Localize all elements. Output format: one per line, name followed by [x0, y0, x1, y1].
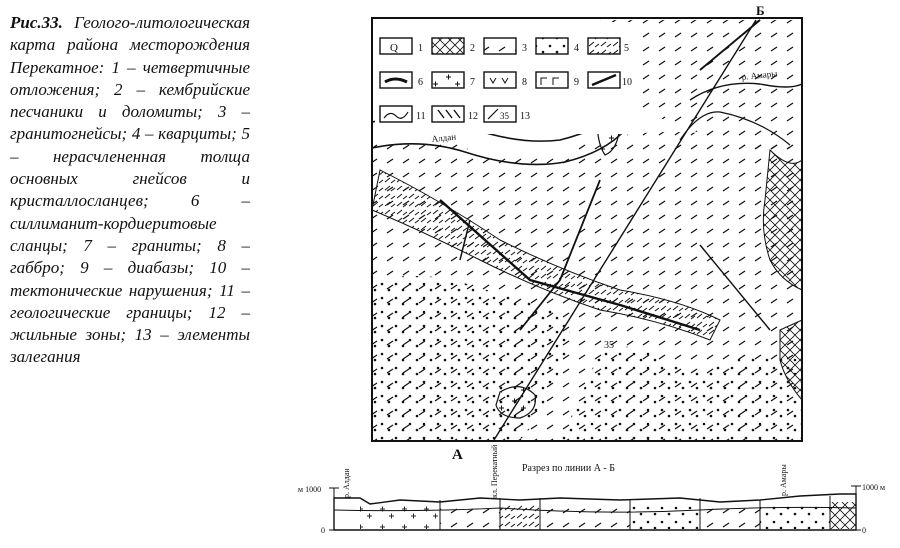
- legend-item-12: 12 – жильные зоны;: [10, 302, 250, 345]
- section-quartzite-unit-far: [760, 505, 830, 529]
- tectonic-fault-east: [699, 244, 771, 331]
- strike-dip-icon: [487, 108, 499, 120]
- quartzite-area-east: [560, 346, 802, 440]
- vein-zone-icon: [437, 109, 461, 119]
- aldan-river-bank-south: [371, 129, 626, 166]
- granite-body: [495, 386, 537, 419]
- legend-item-5: 5 – нерасчлененная толща основных гнейсо…: [10, 124, 251, 211]
- figure-title: Геолого-литологическая карта района мест…: [10, 13, 250, 77]
- legend-swatch-boundary: [379, 105, 413, 123]
- legend-swatch-granite: [431, 71, 465, 89]
- section-label-perekatny: кл. Перекатный: [490, 444, 499, 498]
- schist-lens-icon: [384, 77, 408, 84]
- legend-swatch-vein-zone: [431, 105, 465, 123]
- legend-swatch-granite-gneiss: [483, 37, 517, 55]
- section-granite-unit: [360, 505, 440, 529]
- legend-item-6: 6 – силлиманит-кордиеритовые сланцы;: [10, 191, 250, 255]
- tectonic-fault-cross: [519, 179, 601, 331]
- legend-swatch-diabase: [535, 71, 569, 89]
- legend-item-1: 1 – четвертичные отложения;: [10, 57, 250, 99]
- legend-item-11: 11 – геологические границы;: [10, 280, 250, 322]
- tectonic-fault-small: [459, 219, 471, 261]
- legend-swatch-quaternary: [379, 37, 413, 55]
- section-line-a-b: [493, 19, 757, 441]
- legend-item-3: 3 – гранитогнейсы;: [10, 102, 251, 144]
- dip-angle-label: 35: [604, 340, 614, 351]
- legend-num-10: 10: [622, 77, 632, 88]
- legend-num-7: 7: [470, 77, 475, 88]
- right-scale-bottom-label: 0: [862, 526, 866, 535]
- cambrian-sandstone-area: [762, 148, 803, 291]
- point-a-label: А: [452, 447, 463, 463]
- section-cambrian-unit: [830, 502, 856, 529]
- section-quartzite-unit: [630, 505, 700, 529]
- legend-num-2: 2: [470, 43, 475, 54]
- legend-item-8: 8 – габбро;: [10, 235, 250, 278]
- legend-swatch-bedding: [483, 105, 517, 123]
- legend-item-2: 2 – кембрийские песчаники и доломиты;: [10, 79, 251, 122]
- section-title: Разрез по линии А - Б: [522, 463, 615, 474]
- legend-num-6: 6: [418, 77, 423, 88]
- tectonic-fault-main: [439, 199, 701, 332]
- right-scale-top-label: 1000 м: [862, 483, 885, 492]
- cambrian-sandstone-area-south: [779, 319, 803, 402]
- boundary-line-icon: [383, 111, 409, 119]
- legend-q-symbol: Q: [390, 42, 398, 54]
- fault-line-icon: [591, 73, 617, 87]
- legend-num-11: 11: [416, 111, 426, 122]
- section-gneiss-unit: [440, 505, 500, 529]
- legend-item-10: 10 – тектонические нарушения;: [10, 258, 251, 300]
- legend-item-7: 7 – граниты;: [83, 235, 202, 255]
- legend-item-4: 4 – кварциты;: [131, 124, 237, 144]
- legend-num-3: 3: [522, 43, 527, 54]
- legend-dip-value: 35: [500, 111, 510, 121]
- gneiss-schist-band: [371, 169, 721, 341]
- section-schist-unit: [500, 505, 540, 529]
- section-label-aldan: р. Алдан: [342, 468, 351, 498]
- amary-river-label: р. Амары: [741, 68, 778, 82]
- legend-swatch-cambrian: [431, 37, 465, 55]
- map-panel: А Б Алдан р. Амары 35: [371, 3, 803, 463]
- legend-num-4: 4: [574, 43, 579, 54]
- cross-section: Разрез по линии А - Б м 1000 0 1000 м 0 …: [298, 444, 885, 535]
- legend-num-5: 5: [624, 43, 629, 54]
- diabase-gamma-icon: [540, 77, 559, 85]
- section-gneiss-unit-far: [700, 505, 760, 529]
- section-label-amary: р. Амары: [779, 464, 788, 496]
- figure-number: Рис.33.: [10, 13, 63, 32]
- gabbro-v-icon: [489, 77, 509, 84]
- point-b-label: Б: [756, 3, 765, 18]
- legend-num-1: 1: [418, 43, 423, 54]
- legend-swatch-quartzite: [535, 37, 569, 55]
- legend-num-12: 12: [468, 111, 478, 122]
- left-scale-top-label: м 1000: [298, 485, 321, 494]
- aldan-river-label: Алдан: [431, 131, 456, 144]
- granite-gneiss-area-upper: [600, 20, 802, 160]
- geologic-boundary-east: [679, 111, 791, 146]
- legend-num-13: 13: [520, 111, 530, 122]
- legend-item-9: 9 – диабазы;: [80, 258, 195, 278]
- legend-num-8: 8: [522, 77, 527, 88]
- legend-swatch-gneiss: [587, 37, 621, 55]
- map-legend: Q 1 2 3 4 5 6 7 8 9 10 11 12 35: [375, 22, 635, 134]
- left-scale-bottom-label: 0: [321, 526, 325, 535]
- amary-river: [689, 82, 803, 101]
- legend-num-9: 9: [574, 77, 579, 88]
- legend-swatch-gabbro: [483, 71, 517, 89]
- section-gneiss-unit-east: [540, 505, 630, 529]
- figure-caption: Рис.33. Геолого-литологическая карта рай…: [10, 12, 250, 369]
- legend-item-13: 13 – элементы залегания: [10, 325, 250, 367]
